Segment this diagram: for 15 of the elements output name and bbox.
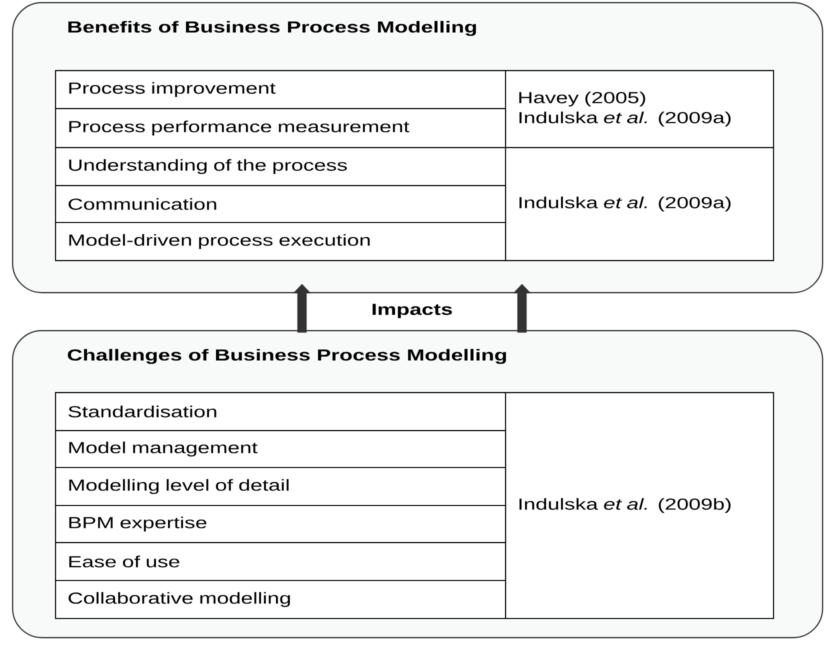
table-cell: Indulska et al. (2009b) bbox=[505, 392, 774, 620]
table-cell: Communication bbox=[55, 185, 506, 224]
table-cell: Havey (2005) Indulska et al. (2009a) bbox=[505, 70, 774, 148]
impact-label: Impacts bbox=[372, 304, 452, 318]
table-cell: Process performance measurement bbox=[55, 108, 506, 148]
table-cell: Modelling level of detail bbox=[55, 467, 506, 506]
table-cell: Collaborative modelling bbox=[55, 580, 506, 620]
table-cell: Ease of use bbox=[55, 542, 506, 582]
table-cell: Standardisation bbox=[55, 392, 506, 432]
table-cell: Model management bbox=[55, 430, 506, 468]
table-cell: Process improvement bbox=[55, 70, 506, 110]
table-cell: BPM expertise bbox=[55, 505, 506, 544]
table-cell: Indulska et al. (2009a) bbox=[505, 147, 774, 262]
table-cell: Understanding of the process bbox=[55, 147, 506, 186]
table-cell: Model-driven process execution bbox=[55, 222, 506, 262]
